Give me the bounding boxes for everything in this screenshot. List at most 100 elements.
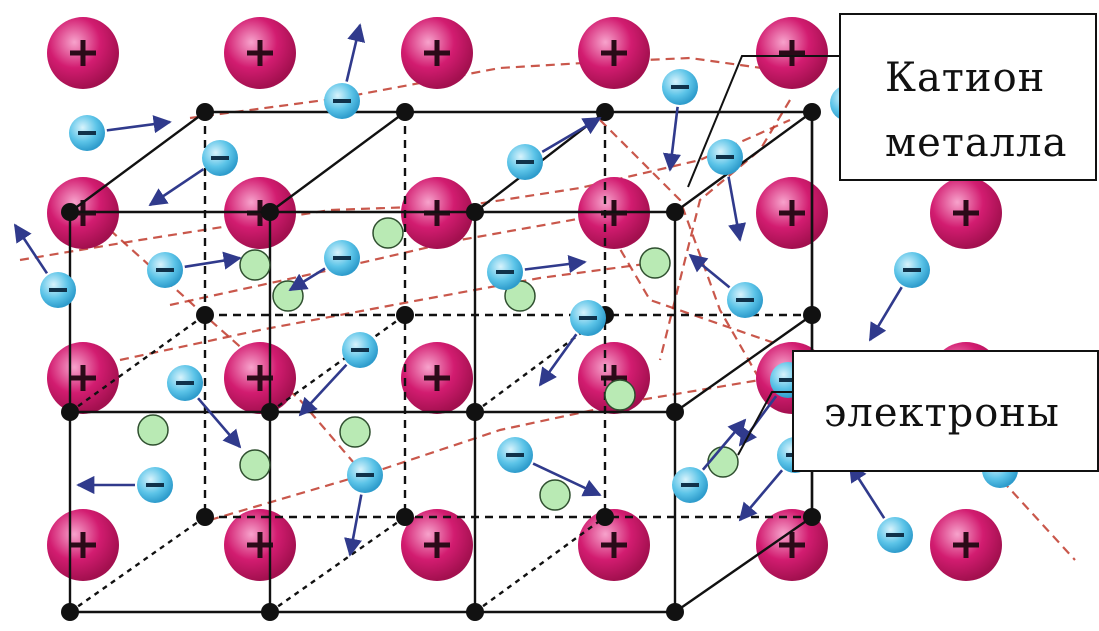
- small-particle: [239, 449, 271, 481]
- velocity-arrow: [288, 267, 326, 292]
- lattice-node: [61, 403, 79, 421]
- electron: [167, 365, 242, 449]
- small-particle: [239, 249, 271, 281]
- electron-leader-line: [737, 391, 792, 456]
- electron-label-box: электроны: [792, 350, 1099, 472]
- minus-icon: [681, 483, 699, 487]
- electron: [69, 115, 172, 151]
- electron: [507, 116, 602, 180]
- small-particle: [372, 217, 404, 249]
- plus-icon: [789, 532, 795, 558]
- minus-icon: [716, 155, 734, 159]
- cation: [756, 509, 828, 581]
- velocity-arrow: [701, 418, 747, 471]
- cation: [224, 17, 296, 89]
- electron: [707, 139, 747, 242]
- velocity-arrow: [541, 116, 602, 154]
- electron: [324, 23, 366, 119]
- lattice-node: [666, 403, 684, 421]
- cation-leader-line: [687, 55, 839, 188]
- lattice-edge: [69, 111, 206, 213]
- plus-icon: [611, 532, 617, 558]
- cation: [401, 17, 473, 89]
- lattice-edge: [474, 516, 606, 613]
- lattice-node: [396, 508, 414, 526]
- velocity-arrow: [688, 253, 731, 289]
- lattice-node: [261, 603, 279, 621]
- lattice-node: [596, 508, 614, 526]
- electron: [538, 300, 606, 387]
- plus-icon: [963, 200, 969, 226]
- plus-icon: [434, 365, 440, 391]
- minus-icon: [579, 316, 597, 320]
- lattice-node: [596, 103, 614, 121]
- lattice-edge: [474, 314, 606, 413]
- lattice-edge: [269, 516, 406, 613]
- cation: [756, 17, 828, 89]
- electron: [76, 467, 173, 503]
- minus-icon: [356, 473, 374, 477]
- minus-icon: [886, 533, 904, 537]
- minus-icon: [736, 298, 754, 302]
- velocity-arrow: [532, 462, 602, 497]
- lattice-node: [466, 203, 484, 221]
- plus-icon: [80, 365, 86, 391]
- plus-icon: [963, 532, 969, 558]
- small-particle: [707, 446, 739, 478]
- electron: [868, 252, 930, 342]
- lattice-node: [396, 103, 414, 121]
- cation: [578, 17, 650, 89]
- velocity-arrow: [184, 251, 242, 270]
- electron-label: электроны: [824, 390, 1060, 436]
- minus-icon: [516, 160, 534, 164]
- cation: [47, 509, 119, 581]
- lattice-node: [466, 603, 484, 621]
- lattice-node: [196, 508, 214, 526]
- lattice-edge: [674, 314, 813, 413]
- lattice-node: [396, 306, 414, 324]
- lattice-node: [803, 508, 821, 526]
- velocity-arrow: [662, 106, 681, 172]
- cation: [756, 177, 828, 249]
- cation: [47, 342, 119, 414]
- velocity-arrow: [524, 255, 587, 274]
- plus-icon: [257, 365, 263, 391]
- small-particle: [639, 247, 671, 279]
- plus-icon: [80, 40, 86, 66]
- electron: [298, 332, 378, 417]
- small-particle: [137, 414, 169, 446]
- plus-icon: [789, 200, 795, 226]
- minus-icon: [156, 268, 174, 272]
- plus-icon: [80, 532, 86, 558]
- lattice-node: [61, 203, 79, 221]
- velocity-arrow: [148, 168, 205, 207]
- electron: [344, 457, 383, 557]
- minus-icon: [333, 256, 351, 260]
- lattice-node: [196, 103, 214, 121]
- lattice-node: [261, 203, 279, 221]
- electron-path-7: [658, 99, 791, 361]
- cation: [224, 342, 296, 414]
- electron: [487, 254, 587, 290]
- plus-icon: [257, 532, 263, 558]
- velocity-arrow: [738, 469, 784, 522]
- plus-icon: [434, 532, 440, 558]
- minus-icon: [903, 268, 921, 272]
- velocity-arrow: [345, 23, 366, 82]
- minus-icon: [146, 483, 164, 487]
- small-particle: [539, 479, 571, 511]
- velocity-arrow: [538, 333, 578, 387]
- electron: [147, 251, 242, 288]
- plus-icon: [257, 40, 263, 66]
- cation-label-line1: Катион: [885, 55, 1046, 101]
- cation: [930, 509, 1002, 581]
- plus-icon: [789, 40, 795, 66]
- velocity-arrow: [197, 397, 242, 449]
- velocity-arrow: [106, 115, 172, 134]
- plus-icon: [434, 40, 440, 66]
- lattice-node: [666, 203, 684, 221]
- velocity-arrow: [344, 494, 363, 557]
- electron: [848, 463, 913, 553]
- minus-icon: [779, 378, 797, 382]
